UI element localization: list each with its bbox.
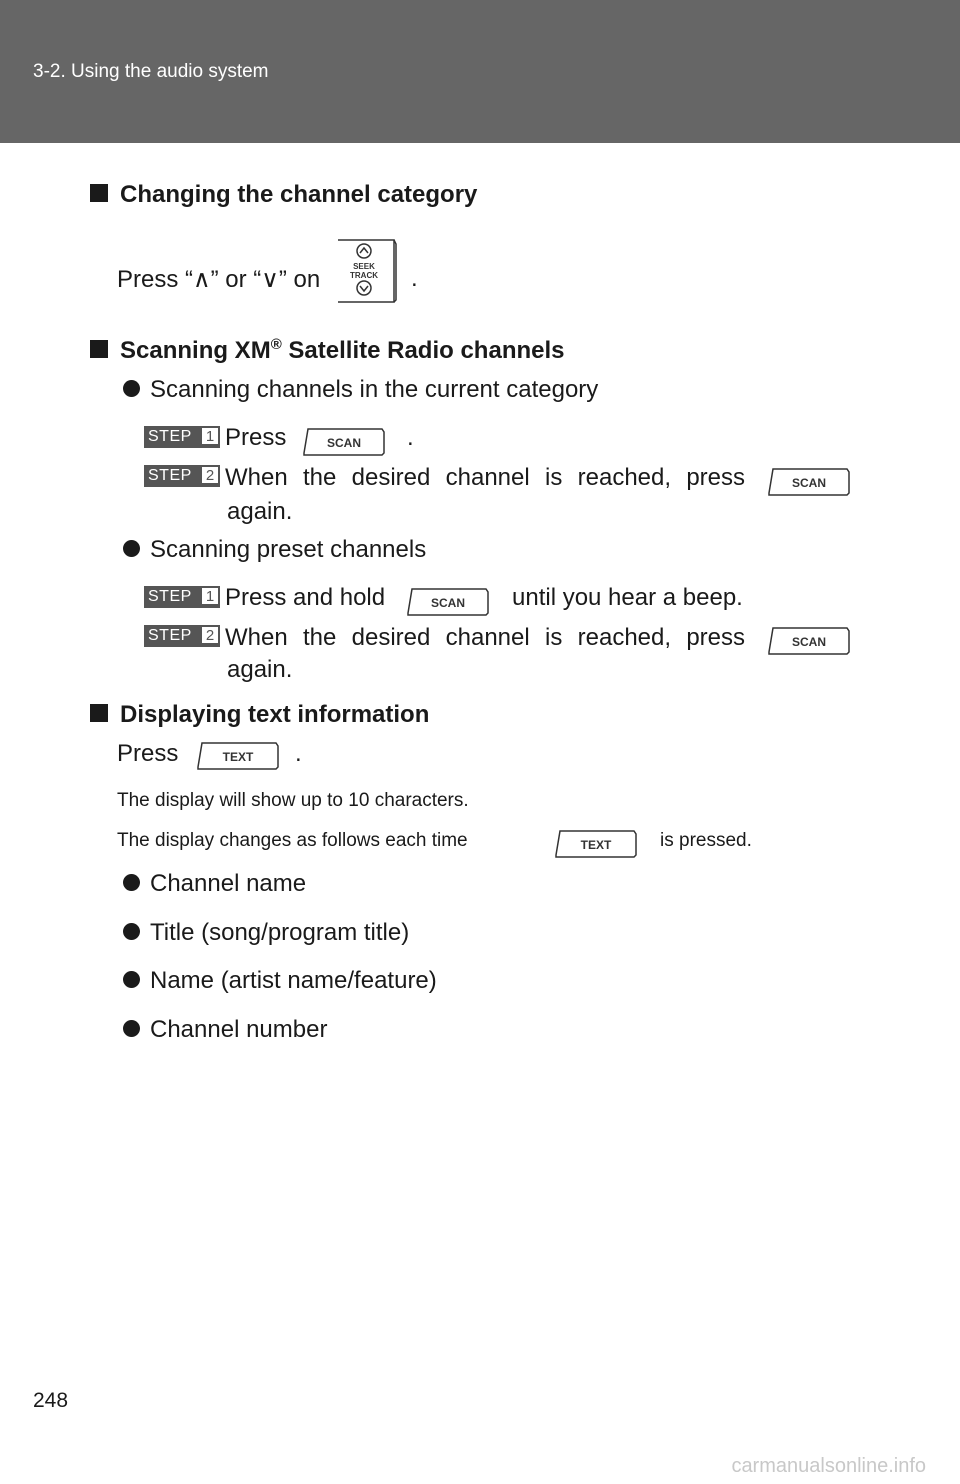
text-button-icon: TEXT	[196, 740, 280, 772]
page-header: 3-2. Using the audio system	[0, 0, 960, 143]
list-item: Channel name	[123, 870, 306, 898]
round-bullet-icon	[123, 1020, 140, 1037]
svg-text:SCAN: SCAN	[431, 596, 465, 610]
scan-button-icon: SCAN	[406, 586, 490, 618]
seek-label: SEEK	[353, 262, 375, 271]
scan-button-icon: SCAN	[302, 426, 386, 458]
svg-text:TEXT: TEXT	[581, 838, 612, 852]
section-heading-text-info: Displaying text information	[90, 701, 429, 729]
section-heading-scanning: Scanning XM® Satellite Radio channels	[90, 336, 565, 365]
list-item: Channel number	[123, 1016, 327, 1044]
round-bullet-icon	[123, 874, 140, 891]
square-bullet-icon	[90, 184, 108, 202]
up-symbol: ∧	[193, 266, 211, 293]
instruction-seek-track: Press “∧” or “∨” on	[117, 266, 321, 293]
track-label: TRACK	[350, 271, 378, 280]
round-bullet-icon	[123, 380, 140, 397]
list-item: Title (song/program title)	[123, 919, 409, 947]
svg-text:TEXT: TEXT	[223, 750, 254, 764]
square-bullet-icon	[90, 704, 108, 722]
seek-track-button-icon: SEEK TRACK	[334, 238, 398, 304]
round-bullet-icon	[123, 540, 140, 557]
note-display-changes: The display changes as follows each time	[117, 830, 468, 851]
scan-button-icon: SCAN	[767, 466, 851, 498]
svg-text:SCAN: SCAN	[327, 436, 361, 450]
square-bullet-icon	[90, 340, 108, 358]
scan-button-icon: SCAN	[767, 625, 851, 657]
round-bullet-icon	[123, 971, 140, 988]
bullet-current-category: Scanning channels in the current categor…	[123, 376, 598, 404]
section-heading-changing-category: Changing the channel category	[90, 181, 477, 209]
list-item: Name (artist name/feature)	[123, 967, 437, 995]
page-number: 248	[33, 1389, 69, 1412]
text-button-icon: TEXT	[554, 828, 638, 860]
breadcrumb: 3-2. Using the audio system	[33, 61, 269, 82]
note-max-characters: The display will show up to 10 character…	[117, 790, 469, 811]
watermark: carmanualsonline.info	[731, 1455, 926, 1477]
round-bullet-icon	[123, 923, 140, 940]
svg-text:SCAN: SCAN	[792, 635, 826, 649]
svg-text:SCAN: SCAN	[792, 476, 826, 490]
bullet-preset-channels: Scanning preset channels	[123, 536, 426, 564]
down-symbol: ∨	[261, 266, 279, 293]
